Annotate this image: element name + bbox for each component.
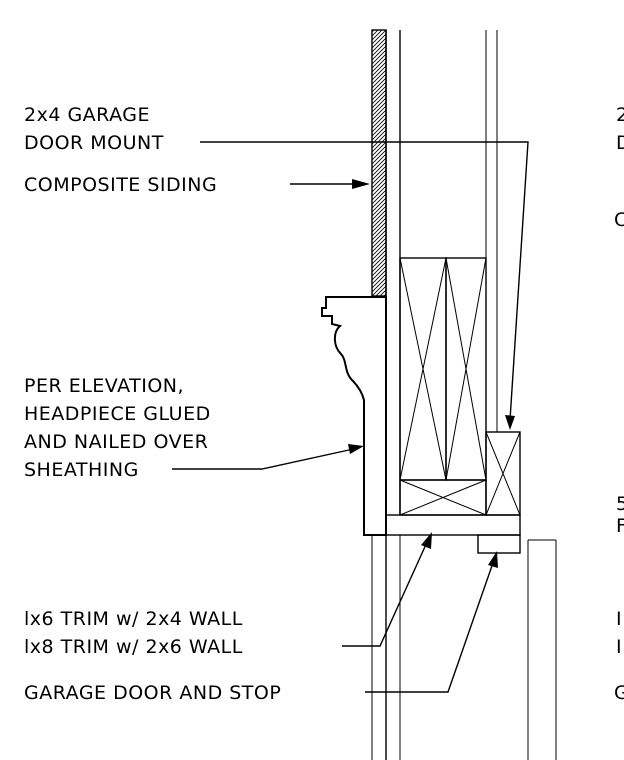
label-garage-mount-2: DOOR MOUNT — [24, 132, 164, 154]
right-fragment-8: G — [614, 682, 624, 704]
arrow-trim — [421, 532, 432, 549]
garage-door-mount-block — [485, 431, 521, 516]
label-trim-1: lx6 TRIM w/ 2x4 WALL — [24, 608, 243, 630]
label-elevation-2: HEADPIECE GLUED — [24, 403, 211, 425]
door-stop — [477, 534, 521, 554]
label-trim-2: lx8 TRIM w/ 2x6 WALL — [24, 636, 243, 658]
label-elevation-1: PER ELEVATION, — [24, 375, 184, 397]
arrow-composite-siding — [352, 179, 370, 189]
right-fragment-4: 5 — [616, 493, 624, 515]
leader-headpiece — [172, 447, 359, 470]
flat-plate — [399, 479, 487, 516]
label-elevation-3: AND NAILED OVER — [24, 431, 208, 453]
leader-door-stop — [365, 559, 495, 693]
right-fragment-1: 2 — [616, 104, 624, 126]
leader-trim — [342, 539, 429, 647]
label-composite-siding: COMPOSITE SIDING — [24, 174, 217, 196]
arrow-headpiece — [348, 444, 364, 454]
label-elevation-4: SHEATHING — [24, 459, 139, 481]
right-fragment-2: D — [616, 132, 624, 154]
headpiece-molding — [321, 296, 387, 536]
right-fragment-6: I — [616, 608, 622, 630]
jamb-trim — [385, 514, 521, 536]
right-fragment-5: F — [616, 515, 624, 537]
composite-siding — [371, 29, 387, 297]
right-fragment-3: C — [614, 209, 624, 231]
arrow-door-stop — [488, 551, 498, 568]
arrow-garage-mount — [505, 415, 515, 430]
label-garage-mount-1: 2x4 GARAGE — [24, 104, 150, 126]
leader-garage-mount — [200, 141, 529, 421]
header-lumber — [399, 257, 487, 481]
right-fragment-7: I — [616, 636, 622, 658]
label-garage-door-stop: GARAGE DOOR AND STOP — [24, 682, 281, 704]
